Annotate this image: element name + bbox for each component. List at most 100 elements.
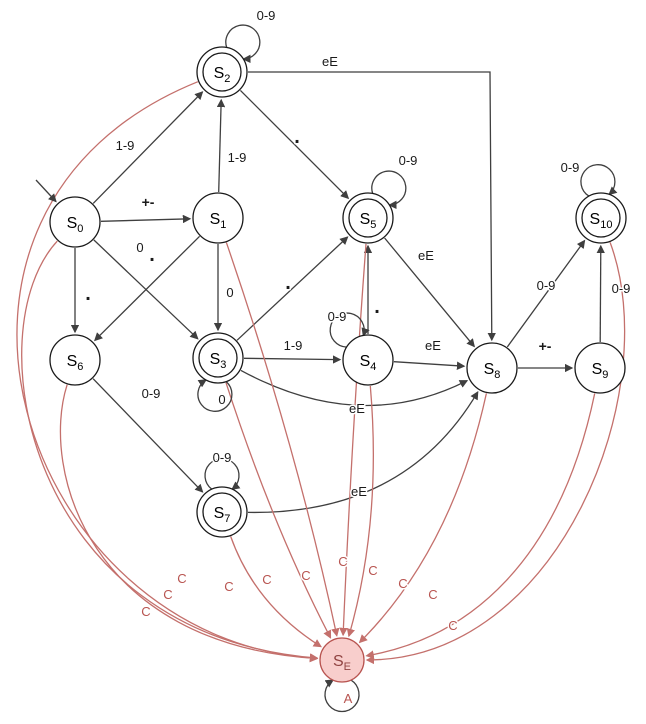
state-circle-SE (319, 637, 365, 683)
transition-S3-S8 (240, 369, 469, 407)
transition-label-S4-S5: . (374, 296, 380, 318)
transition-S1-S2 (216, 98, 226, 193)
state-label-S3: S3 (210, 351, 227, 371)
transition-S1-S6 (94, 235, 201, 342)
transition-label-S5-S8: eE (418, 248, 434, 263)
state-label-S8: S8 (484, 361, 501, 381)
transition-S5-SE (339, 243, 367, 637)
state-circle-S1 (192, 192, 244, 244)
state-label-S7: S7 (214, 505, 231, 525)
transition-S6-S7 (92, 378, 204, 493)
selfloop-S2 (225, 24, 261, 64)
state-S8: S8 (466, 342, 518, 394)
transition-label-S10-SE: C (448, 618, 457, 633)
transition-label-S4-S8: eE (425, 338, 441, 353)
selfloop-S5 (371, 170, 407, 210)
transition-label-S3-SE: C (262, 572, 271, 587)
state-S6: S6 (49, 334, 101, 386)
transition-label-S2-S8: eE (322, 54, 338, 69)
state-circle-S8 (466, 342, 518, 394)
transition-label-S0-SE: C (163, 587, 172, 602)
state-circle-S2 (196, 46, 248, 98)
state-S1: S1 (192, 192, 244, 244)
transition-S9-SE (365, 393, 596, 659)
state-label-S6: S6 (67, 353, 84, 373)
state-circle-S7 (196, 486, 248, 538)
selfloop-S3 (197, 379, 233, 412)
transition-S1-SE (225, 242, 340, 637)
state-S2: S2 (196, 46, 248, 98)
transition-label-S7-SE: C (224, 579, 233, 594)
state-SE: SE (319, 637, 365, 683)
accepting-inner-circle-S10 (581, 198, 621, 238)
state-label-S10: S10 (590, 211, 613, 231)
state-label-S5: S5 (360, 211, 377, 231)
transition-label-S5-SE: C (338, 554, 347, 569)
state-S5: S5 (342, 192, 394, 244)
transition-label-S0-S1: +- (142, 194, 155, 210)
state-circle-S4 (342, 334, 394, 386)
state-label-S9: S9 (592, 361, 609, 381)
transition-S8-S10 (506, 239, 586, 348)
transition-S7-SE (230, 536, 322, 648)
transition-label-S3-S8: eE (349, 401, 365, 416)
selfloop-label-S10: 0-9 (561, 160, 580, 175)
selfloop-label-S4: 0-9 (328, 309, 347, 324)
selfloop-S4 (329, 312, 370, 348)
transition-label-S9-S10: 0-9 (612, 281, 631, 296)
accepting-inner-circle-S3 (198, 338, 238, 378)
transition-label-S0-S3: 0 (136, 240, 143, 255)
accepting-inner-circle-S5 (348, 198, 388, 238)
selfloop-S7 (204, 458, 241, 490)
transition-label-S4-SE: C (368, 563, 377, 578)
transition-S3-SE (225, 382, 332, 639)
selfloop-S10 (580, 164, 618, 197)
state-label-S4: S4 (360, 353, 377, 373)
transition-S5-S8 (384, 237, 476, 348)
state-circle-S3 (192, 332, 244, 384)
transition-S9-S10 (596, 244, 605, 343)
selfloop-label-S5: 0-9 (399, 153, 418, 168)
selfloop-label-S3: 0 (218, 392, 225, 407)
transition-label-S8-SE: C (398, 576, 407, 591)
transition-label-S0-S2: 1-9 (116, 138, 135, 153)
state-S7: S7 (196, 486, 248, 538)
state-circle-S9 (574, 342, 626, 394)
state-label-SE: SE (333, 653, 351, 673)
selfloop-label-SE: A (344, 691, 353, 706)
transition-label-S1-S6: . (149, 244, 155, 266)
selfloop-SE (324, 679, 360, 713)
transition-label-S7-S8: eE (351, 484, 367, 499)
accepting-inner-circle-S2 (202, 52, 242, 92)
transition-S8-SE (358, 393, 488, 644)
transition-S7-S8 (247, 391, 479, 514)
transition-S0-S2 (92, 91, 204, 204)
state-circle-S10 (575, 192, 627, 244)
transition-label-S8-S10: 0-9 (537, 278, 556, 293)
transition-label-S3-S5: . (285, 272, 291, 294)
transition-S0-S1 (100, 214, 192, 224)
state-S10: S10 (575, 192, 627, 244)
transition-S2-S5 (239, 89, 350, 200)
transition-S4-SE (346, 385, 374, 638)
transition-label-S1-SE: C (301, 568, 310, 583)
transition-label-S6-S7: 0-9 (142, 386, 161, 401)
transition-S10-SE (365, 242, 626, 665)
transition-S3-S4 (243, 355, 342, 364)
transition-S4-S8 (393, 361, 466, 370)
transition-label-S3-S4: 1-9 (284, 338, 303, 353)
state-label-S0: S0 (67, 215, 84, 235)
state-S0: S0 (49, 196, 101, 248)
transition-label-S9-SE: C (428, 587, 437, 602)
transition-label-S1-S3: 0 (226, 285, 233, 300)
transition-S3-S5 (236, 236, 349, 341)
state-circle-S6 (49, 334, 101, 386)
transition-edges (16, 24, 626, 713)
transition-label-S8-S9: +- (539, 338, 552, 354)
transition-S0-SE (21, 240, 319, 662)
state-label-S1: S1 (210, 211, 227, 231)
transition-S2-S8 (248, 71, 496, 342)
